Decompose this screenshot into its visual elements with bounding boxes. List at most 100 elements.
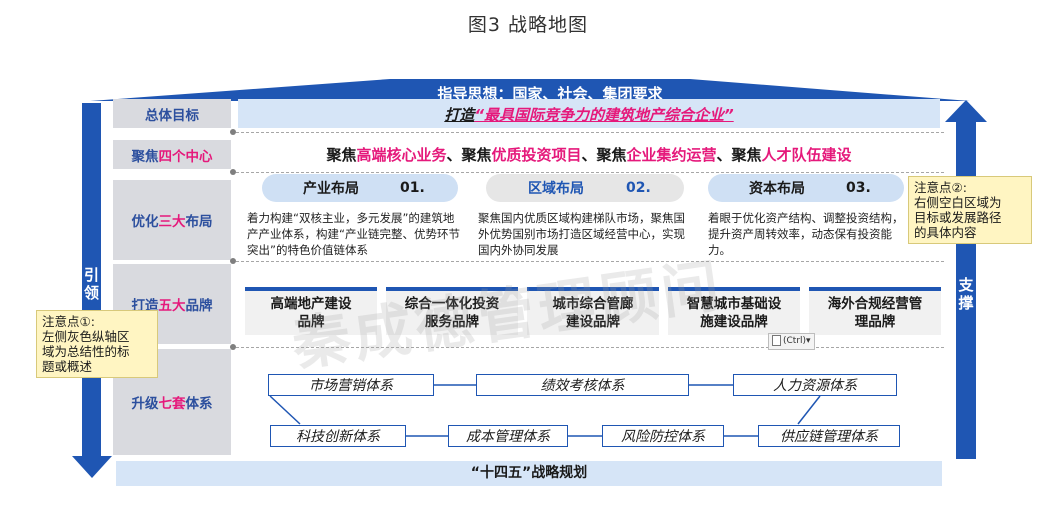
goal-part: ” (724, 106, 734, 124)
separator-dot (230, 344, 236, 350)
layout-number: 02. (626, 180, 651, 196)
layout-number: 03. (846, 180, 871, 196)
side-label-text: 优化 (131, 214, 159, 230)
brand-box: 海外合规经营管理品牌 (809, 291, 941, 335)
watermark: 秦成德管理顾问 (288, 251, 728, 379)
brand-topline (668, 287, 800, 291)
brand-line: 综合一体化投资 (404, 296, 500, 312)
overall-goal: 打造“最具国际竞争力的建筑地产综合企业” (238, 104, 940, 125)
lead-arrow-label: 引领 (83, 266, 99, 302)
side-label-highlight: 七套 (158, 396, 186, 412)
side-label-highlight: 三大 (158, 214, 186, 230)
brand-line: 服务品牌 (425, 314, 479, 330)
layout-title: 资本布局 (749, 181, 805, 197)
brand-line: 施建设品牌 (700, 314, 768, 330)
goal-row-bg (238, 99, 940, 128)
brand-box: 城市综合管廊建设品牌 (527, 291, 659, 335)
brand-line: 城市综合管廊 (552, 296, 634, 312)
layout-pill-region: 区域布局 02. (486, 174, 684, 202)
system-box: 绩效考核体系 (476, 374, 689, 396)
side-label-goal: 总体目标 (113, 99, 231, 128)
side-label-focus: 聚焦四个中心 (113, 140, 231, 169)
note-line: 目标或发展路径 (914, 210, 1002, 225)
four-focus: 聚焦高端核心业务、聚焦优质投资项目、聚焦企业集约运营、聚焦人才队伍建设 (238, 144, 940, 165)
support-arrow-label: 支撑 (958, 276, 974, 312)
five-year-plan-bar: “十四五”战略规划 (116, 461, 942, 486)
separator (236, 132, 944, 133)
brand-line: 高端地产建设 (270, 296, 352, 312)
focus-highlight: 企业集约运营 (626, 146, 717, 164)
paste-options-button[interactable]: (Ctrl)▾ (768, 333, 815, 350)
brand-line: 智慧城市基础设 (686, 296, 782, 312)
down-arrow-icon (72, 456, 112, 478)
side-label-text: 布局 (185, 214, 213, 230)
brand-line: 理品牌 (854, 314, 896, 330)
brand-box: 智慧城市基础设施建设品牌 (668, 291, 800, 335)
side-label-text: 品牌 (185, 298, 213, 314)
system-box: 风险防控体系 (602, 425, 724, 447)
note-right: 注意点②: 右侧空白区域为 目标或发展路径 的具体内容 (908, 176, 1032, 244)
side-label-text: 聚焦 (131, 148, 159, 165)
note-left: 注意点①: 左侧灰色纵轴区 域为总结性的标 题或概述 (36, 310, 158, 378)
layout-desc-capital: 着眼于优化资产结构、调整投资结构，提升资产周转效率，动态保有投资能力。 (708, 211, 904, 257)
focus-prefix: 、聚焦 (446, 146, 492, 164)
focus-highlight: 优质投资项目 (491, 146, 582, 164)
goal-part: 建筑地产综合企业 (604, 106, 725, 124)
system-box: 人力资源体系 (733, 374, 897, 396)
side-label-highlight: 五大 (158, 298, 186, 314)
separator (236, 261, 944, 262)
side-label-text: 体系 (185, 396, 213, 412)
note-line: 注意点②: (914, 180, 967, 195)
separator-dot (230, 258, 236, 264)
side-label-optimize: 优化三大布局 (113, 180, 231, 260)
brand-line: 建设品牌 (566, 314, 620, 330)
side-label-text: 总体目标 (145, 107, 199, 124)
note-line: 域为总结性的标 (42, 344, 130, 359)
focus-prefix: 聚焦 (326, 146, 357, 164)
clipboard-icon (772, 335, 781, 346)
system-box: 供应链管理体系 (758, 425, 900, 447)
guiding-ideology: 指导思想：国家、社会、集团要求 (437, 85, 663, 103)
note-line: 的具体内容 (914, 225, 977, 240)
separator (236, 172, 944, 173)
brand-box: 综合一体化投资服务品牌 (386, 291, 518, 335)
layout-desc-industry: 着力构建“双核主业，多元发展”的建筑地产产业体系，构建“产业链完整、优势环节突出… (247, 211, 460, 257)
brand-line: 海外合规经营管 (827, 296, 923, 312)
brand-topline (527, 287, 659, 291)
separator (236, 347, 944, 348)
layout-pill-industry: 产业布局 01. (262, 174, 458, 202)
system-box: 成本管理体系 (448, 425, 568, 447)
system-box: 市场营销体系 (268, 374, 434, 396)
layout-desc-region: 聚焦国内优质区域构建梯队市场，聚焦国外优势国别市场打造区域经营中心，实现国内外协… (478, 211, 685, 257)
up-arrow-icon (945, 100, 987, 122)
separator-dot (230, 129, 236, 135)
figure-caption: 图3 战略地图 (467, 14, 589, 36)
note-line: 左侧灰色纵轴区 (42, 329, 130, 344)
focus-prefix: 、聚焦 (716, 146, 762, 164)
system-box: 科技创新体系 (270, 425, 406, 447)
goal-part: 打造 (444, 106, 475, 124)
side-label-brand: 打造五大品牌 (113, 264, 231, 344)
note-line: 题或概述 (42, 359, 93, 374)
goal-part: “最具国际竞争力的 (474, 106, 604, 124)
brand-line: 品牌 (297, 314, 325, 330)
side-label-highlight: 四个中心 (158, 148, 213, 165)
roof-shape (90, 79, 970, 101)
layout-title: 产业布局 (303, 181, 359, 197)
brand-topline (386, 287, 518, 291)
note-line: 右侧空白区域为 (914, 195, 1002, 210)
focus-highlight: 高端核心业务 (356, 146, 447, 164)
side-label-text: 升级 (131, 396, 159, 412)
focus-highlight: 人才队伍建设 (761, 146, 852, 164)
brand-box: 高端地产建设品牌 (245, 291, 377, 335)
brand-topline (245, 287, 377, 291)
separator-dot (230, 169, 236, 175)
layout-number: 01. (400, 180, 425, 196)
note-line: 注意点①: (42, 314, 95, 329)
layout-pill-capital: 资本布局 03. (708, 174, 904, 202)
layout-title: 区域布局 (528, 181, 584, 197)
paste-options-label: (Ctrl)▾ (783, 336, 811, 346)
system-connectors (269, 384, 821, 437)
brand-topline (809, 287, 941, 291)
focus-prefix: 、聚焦 (581, 146, 627, 164)
